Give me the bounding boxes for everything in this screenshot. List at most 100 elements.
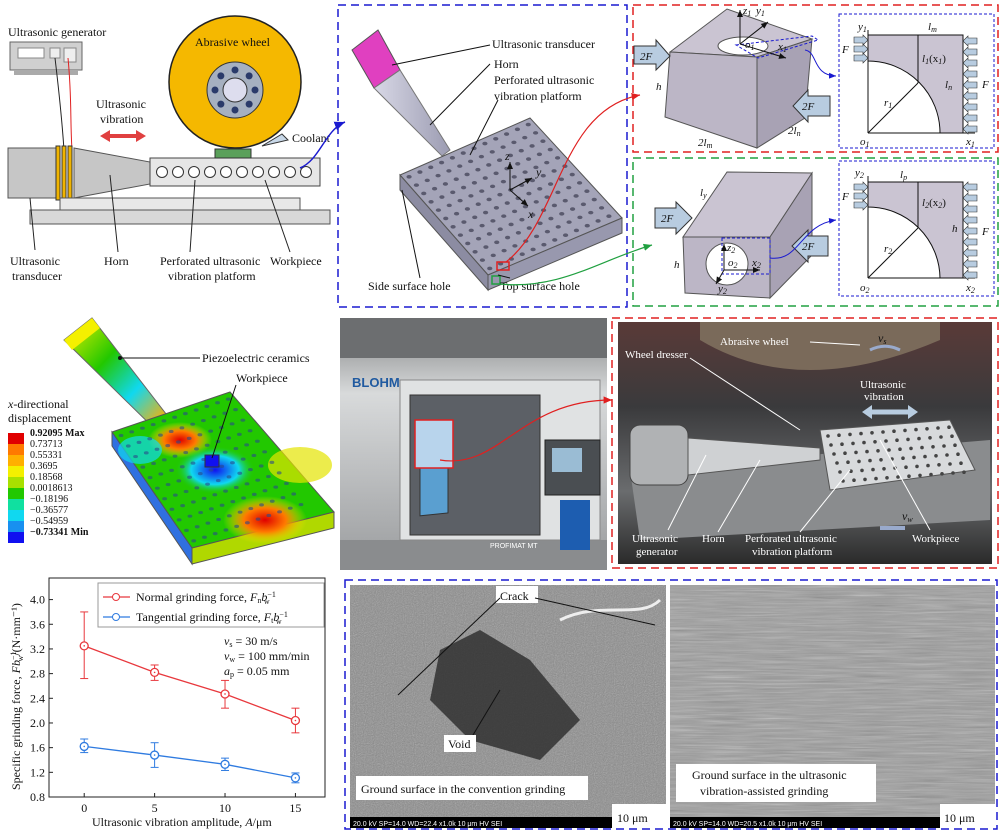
load-arrow-icon — [853, 34, 869, 46]
leader-lines — [667, 439, 931, 533]
plate-hole — [475, 202, 481, 207]
photo-plate-hole — [884, 439, 888, 443]
plate-hole — [489, 184, 496, 189]
sem-conventional: 20.0 kV SP=14.0 WD=22.4 x1.0k 10 μm HV S… — [350, 585, 666, 828]
fea-hole — [191, 539, 197, 543]
photo-plate-hole — [863, 477, 867, 482]
photo-plate-hole — [947, 425, 951, 430]
platform-hole — [252, 166, 264, 178]
plate-hole — [489, 150, 495, 154]
force-label: 2F — [802, 101, 815, 113]
plate-hole — [435, 208, 442, 212]
data-point-center — [224, 693, 226, 695]
photo-plate-hole — [862, 440, 866, 445]
svg-text:ln: ln — [945, 79, 952, 92]
plate-hole — [512, 244, 518, 248]
photo-plate-hole — [937, 463, 941, 467]
panel-side-hole-model: z2 o2 x2 y2 2F 2F h ly y2 lp F F h l2(x2… — [632, 157, 999, 307]
fea-hole — [236, 432, 242, 436]
plate-hole — [453, 211, 460, 216]
fea-hole — [194, 525, 200, 529]
panel-setup-schematic: Ultrasonic generator Abrasive wheel Cool… — [7, 15, 346, 283]
photo-plate-hole — [837, 433, 841, 438]
label-platform-2: vibration platform — [494, 89, 582, 103]
photo-plate-hole — [826, 434, 830, 438]
fea-hole — [183, 489, 189, 494]
photo-plate-hole — [892, 429, 896, 434]
label-platform-2: vibration platform — [752, 546, 833, 558]
fea-hole — [291, 492, 297, 496]
photo-plate-hole — [887, 448, 891, 452]
plate-hole — [435, 173, 441, 178]
fea-hole — [172, 415, 178, 419]
force-label: F — [981, 226, 989, 238]
scale-bar-label: 10 μm — [944, 811, 975, 825]
plate-hole — [595, 219, 601, 223]
svg-text:r1: r1 — [884, 97, 892, 110]
panel-fea-simulation: Piezoelectric ceramics Workpiece x-direc… — [7, 317, 335, 566]
legend-value: −0.18196 — [30, 494, 68, 505]
legend-value: 0.18568 — [30, 472, 63, 483]
fea-hole — [197, 433, 203, 437]
plate-hole — [584, 223, 590, 228]
photo-plate-hole — [876, 449, 880, 453]
legend-title: -directional — [13, 397, 69, 411]
wheel-hole — [217, 72, 225, 80]
x-tick-label: 10 — [219, 801, 231, 815]
photo-plate-hole — [904, 465, 908, 470]
data-point-center — [83, 745, 86, 748]
length-lm-label: l — [928, 21, 931, 33]
fea-hole — [273, 485, 279, 489]
plate-hole — [453, 177, 459, 182]
svg-text:y2: y2 — [717, 283, 727, 296]
speed-vs-label: v — [878, 331, 884, 345]
plate-hole — [552, 238, 558, 242]
plate-hole — [482, 210, 489, 215]
fea-hole — [208, 507, 214, 511]
label-horn: Horn — [494, 57, 519, 71]
load-arrow-icon — [962, 123, 978, 135]
subscript: 1 — [925, 57, 929, 66]
fea-hole — [162, 497, 168, 501]
plate-hole — [598, 206, 605, 210]
plate-hole — [483, 245, 489, 249]
load-arrow-icon — [962, 101, 978, 113]
fea-hole — [212, 532, 218, 536]
platform-hole — [268, 166, 280, 178]
photo-plate-hole — [907, 474, 911, 479]
svg-text:lp: lp — [900, 169, 907, 182]
text: ) — [942, 197, 946, 209]
svg-text:z2: z2 — [726, 242, 735, 255]
length-ln-label: l — [945, 79, 948, 91]
legend-value: 0.92095 Max — [30, 428, 84, 439]
fea-hole — [248, 506, 254, 511]
photo-plate-hole — [873, 440, 877, 444]
svg-text:x-directional: x-directional — [7, 397, 69, 411]
load-arrow-icon — [962, 258, 978, 270]
subscript: 2 — [866, 286, 870, 295]
plate-hole — [501, 248, 507, 253]
plate-hole — [464, 207, 471, 211]
subscript: m — [707, 141, 713, 150]
force-label: F — [841, 191, 849, 203]
fea-hole — [237, 471, 243, 475]
legend-title: displacement — [8, 411, 72, 425]
leader-lines — [397, 597, 656, 741]
svg-text:y2: y2 — [854, 167, 864, 180]
plate-hole — [548, 216, 554, 221]
plate-hole — [504, 166, 510, 171]
plate-hole — [490, 253, 496, 258]
fea-hole — [150, 422, 156, 427]
fea-hole — [179, 426, 185, 430]
plate-hole — [486, 232, 493, 236]
subscript: 1 — [888, 101, 892, 110]
subscript: 1 — [938, 57, 942, 66]
fea-hole — [133, 454, 138, 459]
plate-hole — [555, 190, 561, 195]
ultrasonic-generator-icon — [9, 41, 83, 75]
fea-hole — [190, 422, 196, 426]
origin-o2-label: o — [860, 282, 866, 294]
fea-hole — [211, 415, 217, 419]
plate-hole — [482, 141, 488, 146]
